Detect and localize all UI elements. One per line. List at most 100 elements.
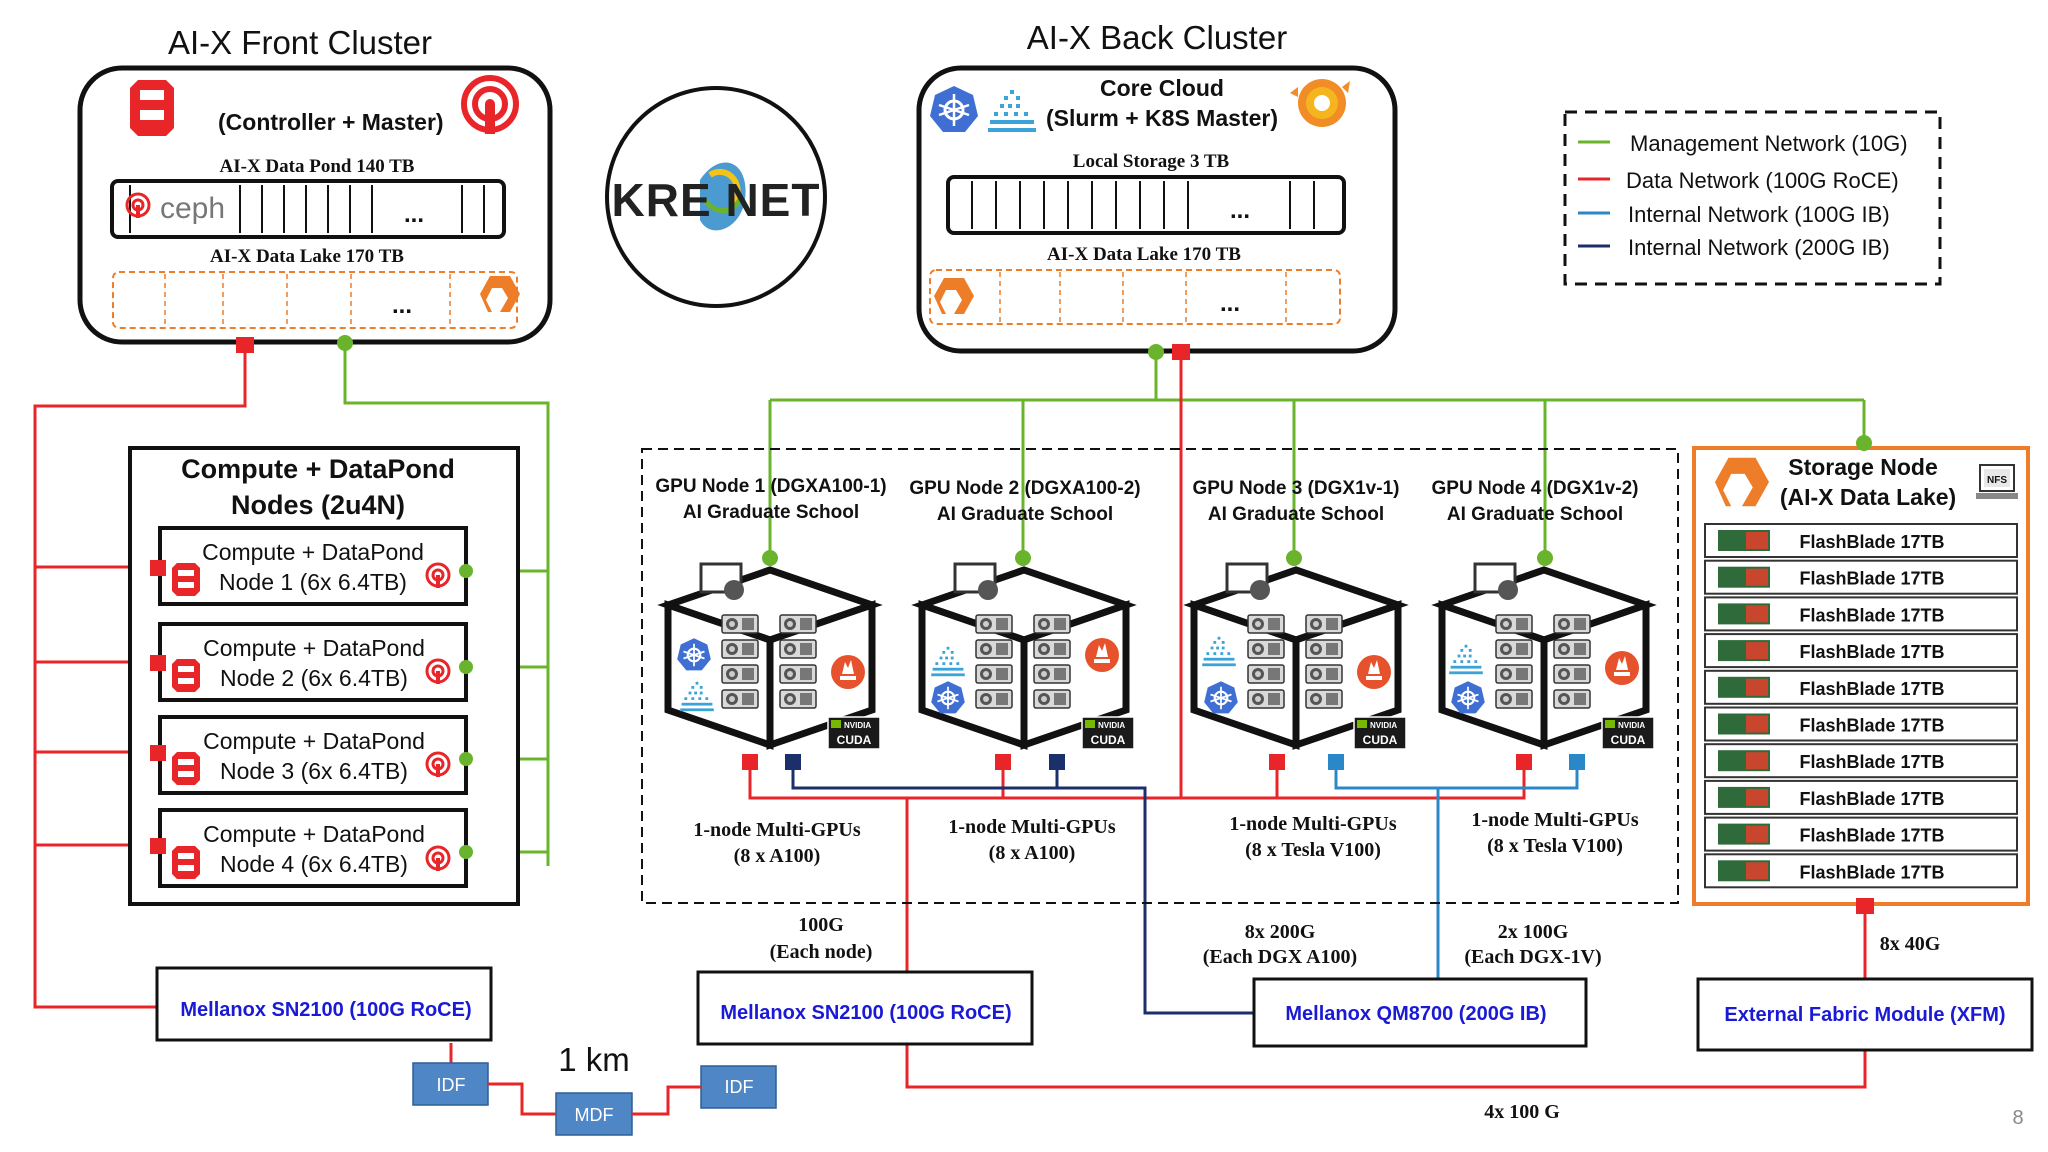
idf-left: IDF: [412, 1062, 489, 1106]
gpu-node-1-desc1: 1-node Multi-GPUs: [693, 819, 860, 841]
gpu-node-3-school: AI Graduate School: [1208, 504, 1384, 525]
data-lake-label: AI-X Data Lake 170 TB: [210, 246, 404, 267]
idf-right: IDF: [700, 1065, 777, 1109]
flashblade-row: FlashBlade 17TB: [1704, 523, 2018, 558]
compute-datapond-group: Compute + DataPond Nodes (2u4N) Compute …: [128, 446, 520, 906]
compute-node-3-line1: Compute + DataPond: [203, 728, 425, 754]
local-storage-slots: [971, 181, 1315, 229]
flashblade-icon: [1718, 750, 1770, 772]
flashblade-row: FlashBlade 17TB: [1704, 596, 2018, 632]
flashblade-row: FlashBlade 17TB: [1704, 853, 2018, 889]
flashblade-icon: [1718, 640, 1770, 662]
gpu-node-3-ib-port: [1328, 754, 1344, 770]
back-cluster-title: AI-X Back Cluster: [1027, 19, 1287, 56]
ceph-text: ceph: [160, 192, 225, 225]
gpu-node-3: GPU Node 3 (DGX1v-1) AI Graduate School …: [1183, 478, 1409, 861]
link-label-dgx-a100-line2: (Each DGX A100): [1203, 946, 1357, 968]
gpu-node-2-server: NVIDIA CUDA: [911, 562, 1137, 750]
gpu-node-2-mgmt-port: [1015, 550, 1031, 566]
gpu-node-3-name: GPU Node 3 (DGX1v-1): [1193, 478, 1400, 499]
compute-node-2: Compute + DataPond Node 2 (6x 6.4TB): [150, 622, 473, 702]
gpu-node-3-desc1: 1-node Multi-GPUs: [1229, 813, 1396, 835]
compute-node-2-line2: Node 2 (6x 6.4TB): [220, 665, 408, 691]
gpu-node-3-desc2: (8 x Tesla V100): [1245, 839, 1381, 861]
flashblade-icon: [1718, 676, 1770, 698]
link-label-dgx-1v-line2: (Each DGX-1V): [1464, 946, 1601, 968]
flashblade-label: FlashBlade 17TB: [1799, 826, 1944, 846]
flashblade-label: FlashBlade 17TB: [1799, 642, 1944, 662]
svg-text:NVIDIA: NVIDIA: [1618, 721, 1645, 730]
data-lake-storage-bar: [112, 271, 518, 329]
gpu-nodes-dashed-area: [641, 448, 1679, 904]
flashblade-icon: [1718, 603, 1770, 625]
storage-mgmt-port: [1856, 435, 1872, 451]
flashblade-icon: [1718, 530, 1770, 551]
legend: Management Network (10G) Data Network (1…: [1563, 110, 1942, 286]
svg-text:CUDA: CUDA: [1091, 733, 1126, 747]
front-data-port: [236, 337, 254, 353]
mdf-label: MDF: [575, 1105, 614, 1125]
svg-text:CUDA: CUDA: [1363, 733, 1398, 747]
gpu-node-2-ib-port: [1049, 754, 1065, 770]
link-label-each-node-line2: (Each node): [770, 941, 873, 963]
prometheus-icon: [1085, 638, 1119, 672]
gpu-node-3-mgmt-port: [1286, 550, 1302, 566]
back-data-port: [1172, 344, 1190, 360]
front-cluster: AI-X Front Cluster (Controller + Master)…: [77, 24, 553, 353]
back-switch: Mellanox SN2100 (100G RoCE): [696, 970, 1034, 1046]
openstack-icon: [172, 563, 200, 596]
gpu-node-4-desc1: 1-node Multi-GPUs: [1471, 809, 1638, 831]
gpu-node-1-school: AI Graduate School: [683, 502, 859, 523]
idf-right-label: IDF: [725, 1077, 754, 1097]
svg-text:NVIDIA: NVIDIA: [1370, 721, 1397, 730]
gpu-node-4-name: GPU Node 4 (DGX1v-2): [1432, 478, 1639, 499]
svg-text:CUDA: CUDA: [1611, 733, 1646, 747]
data-pond-storage-bar: [110, 179, 506, 239]
xfm-switch-label: External Fabric Module (XFM): [1724, 1004, 2005, 1026]
openstack-icon: [172, 846, 200, 879]
legend-label-management: Management Network (10G): [1630, 131, 1908, 156]
kreonet-label: KRE NET: [612, 174, 821, 226]
gpu-node-4-server: NVIDIA CUDA: [1431, 562, 1657, 750]
compute-node-2-line1: Compute + DataPond: [203, 635, 425, 661]
gpu-node-4-ib-port: [1569, 754, 1585, 770]
node-3-mgmt-port: [459, 752, 473, 766]
data-pond-slots: [129, 185, 485, 233]
idf-mdf-links: [488, 1082, 701, 1116]
gpu-node-4: GPU Node 4 (DGX1v-2) AI Graduate School …: [1431, 478, 1657, 857]
front-mgmt-port: [337, 335, 353, 351]
storage-data-port: [1856, 898, 1874, 914]
link-label-each-node-line1: 100G: [798, 914, 844, 936]
back-mgmt-port: [1148, 344, 1164, 360]
compute-node-1-line2: Node 1 (6x 6.4TB): [219, 569, 407, 595]
compute-node-3-line2: Node 3 (6x 6.4TB): [220, 758, 408, 784]
flashblade-icon: [1718, 566, 1770, 588]
front-cluster-title: AI-X Front Cluster: [168, 24, 432, 61]
gpu-node-2-desc1: 1-node Multi-GPUs: [948, 816, 1115, 838]
flashblade-row: FlashBlade 17TB: [1704, 559, 2018, 595]
gpu-node-4-data-port: [1516, 754, 1532, 770]
link-label-dgx-a100-line1: 8x 200G: [1245, 921, 1316, 943]
gpu-node-1-mgmt-port: [762, 550, 778, 566]
gpu-node-3-server: NVIDIA CUDA: [1183, 562, 1409, 750]
openstack-icon: [172, 752, 200, 785]
distance-label: 1 km: [558, 1041, 630, 1078]
front-switch: Mellanox SN2100 (100G RoCE): [155, 966, 493, 1042]
gpu-node-1-server: NVIDIA CUDA: [657, 562, 883, 750]
storage-node-title-line1: Storage Node: [1788, 454, 1938, 480]
svg-text:CUDA: CUDA: [837, 733, 872, 747]
compute-node-3: Compute + DataPond Node 3 (6x 6.4TB): [150, 715, 473, 795]
flashblade-icon: [1718, 823, 1770, 845]
flashblade-label: FlashBlade 17TB: [1799, 605, 1944, 625]
openstack-icon: [130, 80, 174, 136]
flashblade-label: FlashBlade 17TB: [1799, 716, 1944, 736]
flashblade-label: FlashBlade 17TB: [1799, 862, 1944, 882]
flashblade-icon: [1718, 860, 1770, 882]
nfs-icon: NFS: [1976, 464, 2018, 499]
compute-title-line1: Compute + DataPond: [181, 454, 455, 484]
flashblade-row: FlashBlade 17TB: [1704, 816, 2018, 852]
storage-node-title-line2: (AI-X Data Lake): [1780, 484, 1956, 510]
page-number: 8: [2012, 1107, 2023, 1129]
gpu-node-2-data-port: [995, 754, 1011, 770]
ib-switch-label: Mellanox QM8700 (200G IB): [1285, 1003, 1546, 1025]
